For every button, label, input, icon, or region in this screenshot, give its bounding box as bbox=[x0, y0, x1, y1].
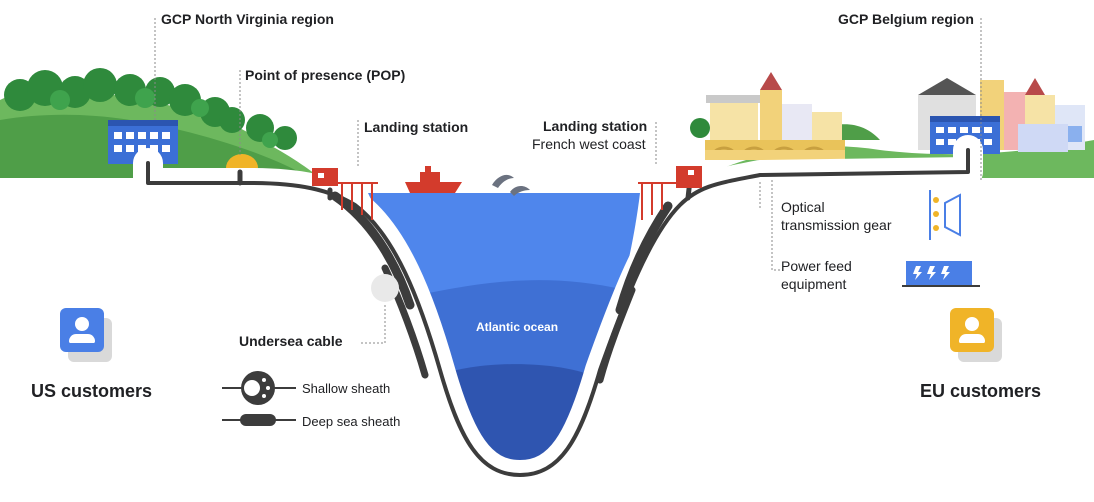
shallow-sheath-icon bbox=[222, 371, 296, 405]
us-landing-station-label: Landing station bbox=[364, 119, 469, 135]
undersea-cable-label: Undersea cable bbox=[239, 333, 343, 349]
power-feed-label-line1: Power feed bbox=[781, 258, 852, 274]
deep-sea-sheath-label: Deep sea sheath bbox=[302, 414, 401, 429]
shallow-sheath-marker bbox=[371, 274, 399, 302]
atlantic-ocean-label: Atlantic ocean bbox=[476, 320, 559, 334]
pop-dome-icon bbox=[226, 154, 258, 168]
eu-customers-label: EU customers bbox=[920, 381, 1042, 401]
fr-landing-station-label: Landing station bbox=[543, 118, 648, 134]
tree-icon bbox=[4, 68, 297, 150]
fr-landing-station-icon bbox=[638, 166, 702, 220]
gcp-north-virginia-label: GCP North Virginia region bbox=[161, 11, 334, 27]
shallow-sheath-label: Shallow sheath bbox=[302, 381, 391, 396]
dolphin-icon bbox=[492, 174, 530, 196]
pop-label: Point of presence (POP) bbox=[245, 67, 406, 83]
gcp-belgium-label: GCP Belgium region bbox=[838, 11, 974, 27]
ship-icon bbox=[405, 166, 462, 193]
optical-label-line1: Optical bbox=[781, 199, 825, 215]
eu-datacenter-building-icon bbox=[930, 116, 1000, 154]
optical-label-line2: transmission gear bbox=[781, 217, 892, 233]
bridge-icon bbox=[705, 140, 845, 160]
power-feed-label-line2: equipment bbox=[781, 276, 847, 292]
us-datacenter-building-icon bbox=[108, 120, 178, 164]
optical-gear-icon bbox=[929, 190, 961, 240]
us-landing-station-icon bbox=[312, 168, 378, 220]
leader-lines bbox=[154, 18, 982, 344]
eu-customer-person-icon bbox=[950, 308, 994, 352]
power-feed-icon bbox=[902, 261, 980, 287]
us-customer-person-icon bbox=[60, 308, 104, 352]
us-customers-label: US customers bbox=[31, 381, 153, 401]
deep-sea-sheath-icon bbox=[222, 414, 296, 426]
french-west-coast-label: French west coast bbox=[532, 136, 646, 152]
